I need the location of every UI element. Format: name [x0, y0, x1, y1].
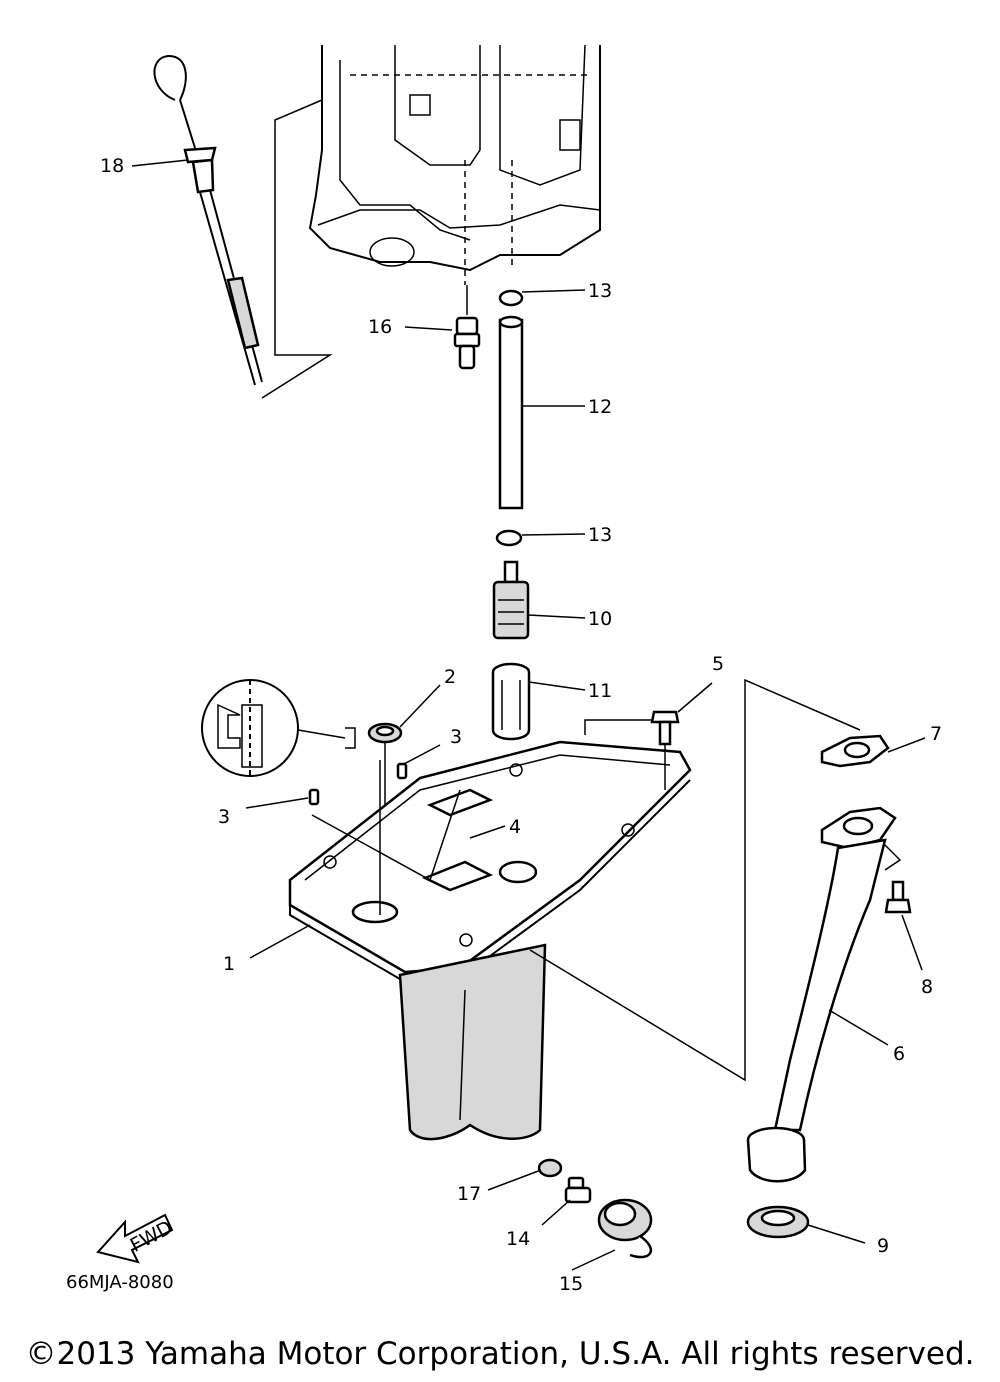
- part-5-bolt: [650, 710, 680, 746]
- part-8-bolt: [884, 880, 912, 914]
- part-14-fitting: [453, 285, 481, 370]
- part-17-grommet: [597, 1198, 653, 1259]
- part-11-filter-cage: [491, 662, 531, 741]
- part-6-exhaust-pipe: [746, 806, 902, 1183]
- callout-2: 2: [444, 666, 456, 688]
- part-16-washer: [537, 1158, 563, 1178]
- part-10-strainer: [492, 560, 530, 640]
- diagram-code: 66MJA-8080: [66, 1272, 174, 1293]
- callout-11: 11: [588, 680, 612, 702]
- callout-8: 8: [921, 976, 933, 998]
- callout-13-upper: 13: [588, 280, 612, 302]
- callout-4: 4: [509, 816, 521, 838]
- part-3-dowel-left: [308, 788, 320, 806]
- engine-block-outline: [308, 44, 601, 285]
- dipstick-bracket: [261, 99, 333, 399]
- callout-leaders: [131, 159, 926, 1271]
- callout-3-left: 3: [218, 806, 230, 828]
- part-3-dowel-right: [396, 762, 408, 780]
- callout-17: 15: [559, 1273, 583, 1295]
- callout-13-lower: 13: [588, 524, 612, 546]
- callout-1: 1: [223, 953, 235, 975]
- part-12-pipe: [498, 315, 524, 510]
- part-1-oil-pan: [288, 740, 692, 1141]
- part-7-gasket: [820, 734, 890, 768]
- part-15-drain-plug: [564, 1176, 592, 1204]
- part-18-dipstick: [153, 54, 263, 386]
- part-4-leader-bracket: [584, 719, 666, 790]
- fwd-arrow-icon: FWD: [96, 1213, 176, 1264]
- callout-9: 9: [877, 1235, 889, 1257]
- callout-16: 17: [457, 1183, 481, 1205]
- callout-labels: 18 16 13 12 13 10 11 2 3 3 4 5 7 8 6 9 1…: [100, 155, 942, 1295]
- callout-12: 12: [588, 396, 612, 418]
- part-9-grommet: [746, 1205, 810, 1239]
- copyright-notice: ©2013 Yamaha Motor Corporation, U.S.A. A…: [25, 1336, 975, 1372]
- callout-7: 7: [930, 723, 942, 745]
- callout-14: 16: [368, 316, 392, 338]
- exhaust-leader-line: [529, 678, 861, 1082]
- callout-6: 6: [893, 1043, 905, 1065]
- callout-5: 5: [712, 653, 724, 675]
- part-13-grommet-upper: [498, 289, 524, 307]
- part-13-grommet-lower: [495, 529, 523, 547]
- detail-magnifier-icon: [201, 679, 356, 777]
- callout-18: 18: [100, 155, 124, 177]
- callout-15: 14: [506, 1228, 530, 1250]
- callout-3-right: 3: [450, 726, 462, 748]
- callout-10: 10: [588, 608, 612, 630]
